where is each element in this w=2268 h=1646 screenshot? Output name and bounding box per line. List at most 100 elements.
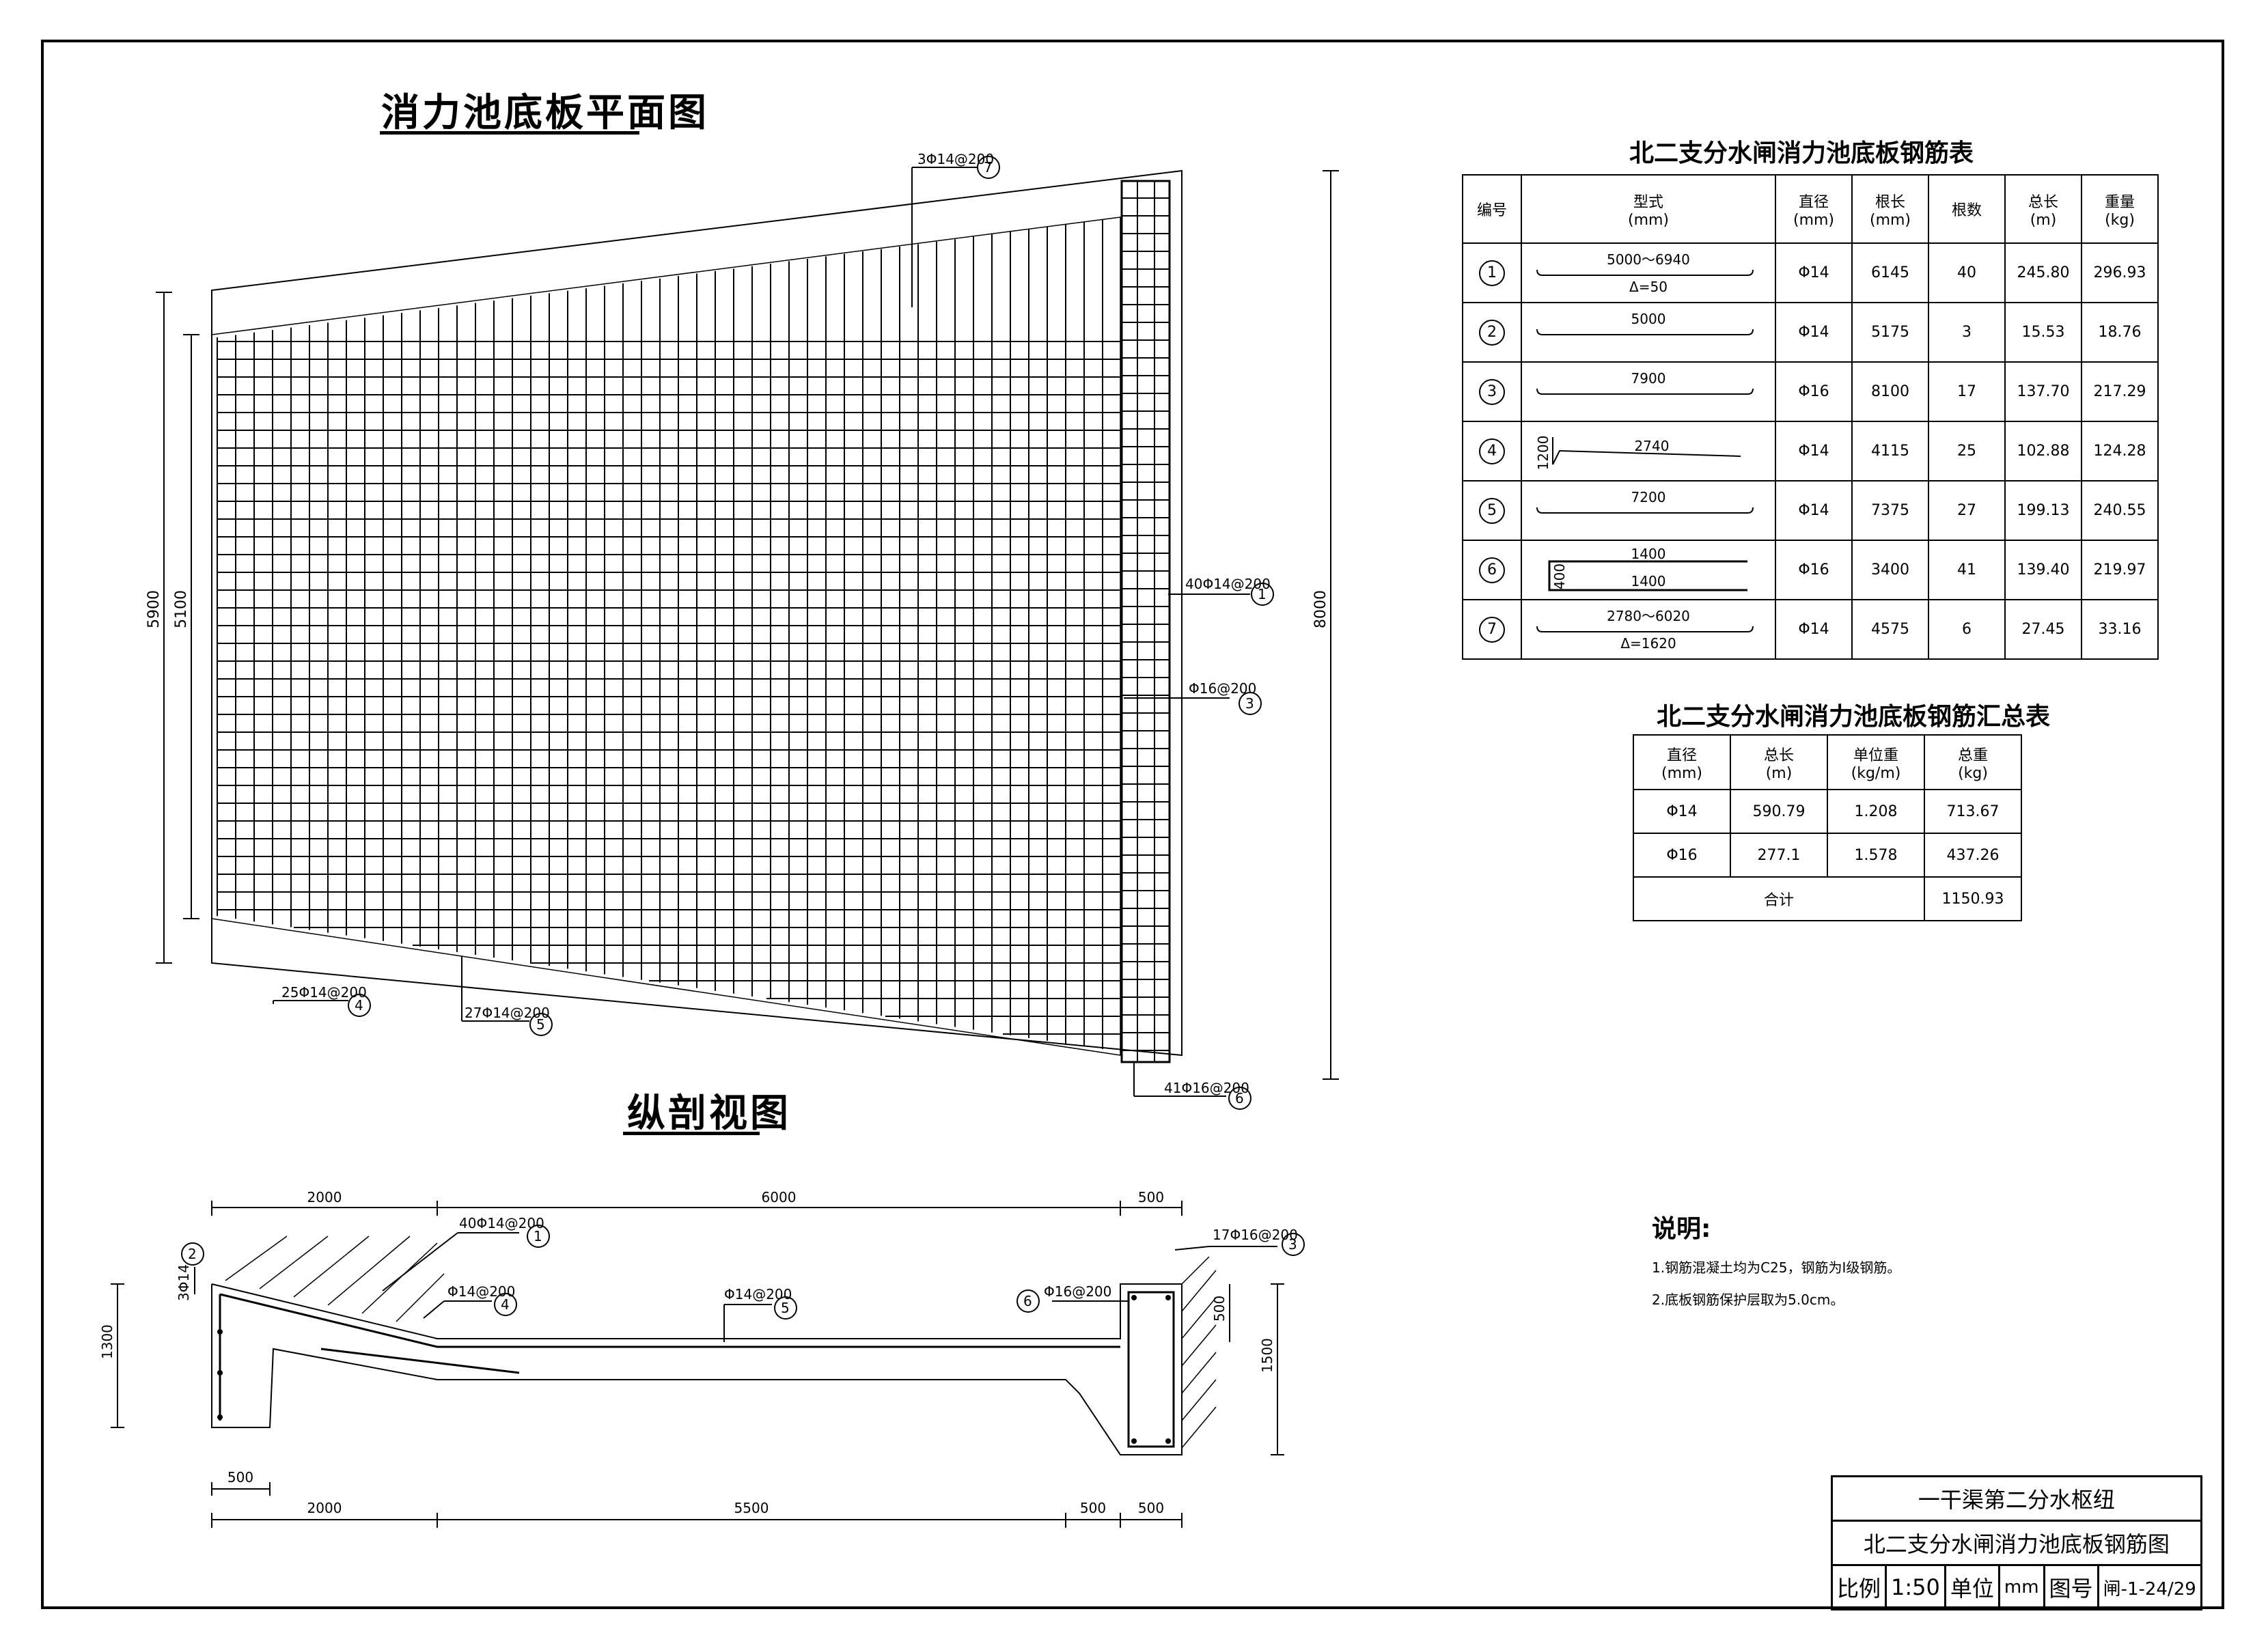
rebar-count: 17 (1928, 361, 2006, 422)
rebar-total: 15.53 (2004, 302, 2082, 363)
sec-callout-no-5: 5 (781, 1300, 790, 1316)
notes-heading: 说明: (1652, 1215, 1711, 1243)
rebar-len: 3400 (1851, 540, 1929, 600)
rebar-total: 139.40 (2004, 540, 2082, 600)
rebar-header-cell: 根长 (mm) (1851, 174, 1929, 244)
svg-text:5000: 5000 (1631, 311, 1666, 327)
callout-no-5: 5 (536, 1016, 545, 1033)
summary-cell: Φ16 (1633, 833, 1731, 878)
rebar-dia: Φ14 (1775, 421, 1853, 482)
callout-no-3: 3 (1245, 695, 1254, 712)
callout-no-1: 1 (1258, 586, 1267, 602)
summary-total-label: 合计 (1633, 876, 1925, 921)
sec-callout-text-2: 3Φ14 (176, 1264, 192, 1301)
summary-total-value: 1150.93 (1924, 876, 2022, 921)
rebar-dia: Φ16 (1775, 361, 1853, 422)
rebar-len: 8100 (1851, 361, 1929, 422)
rebar-shape: 7200 (1521, 480, 1776, 541)
note-2: 2.底板钢筋保护层取为5.0cm。 (1652, 1292, 1844, 1308)
sec-dim-bot-4: 500 (1080, 1500, 1106, 1516)
svg-text:1400: 1400 (1631, 573, 1666, 589)
summary-header-cell: 单位重 (kg/m) (1827, 734, 1925, 790)
sec-callout-no-2: 2 (188, 1246, 197, 1262)
sec-callout-no-4: 4 (501, 1296, 510, 1313)
dim-left-inner: 5100 (173, 590, 190, 628)
summary-cell: Φ14 (1633, 789, 1731, 834)
callout-text-5: 27Φ14@200 (465, 1005, 550, 1021)
callout-no-6: 6 (1235, 1090, 1244, 1106)
rebar-header-cell: 直径 (mm) (1775, 174, 1853, 244)
callout-no-4: 4 (355, 997, 363, 1014)
svg-text:7900: 7900 (1631, 370, 1666, 387)
note-1: 1.钢筋混凝土均为C25，钢筋为Ⅰ级钢筋。 (1652, 1259, 1901, 1276)
rebar-count: 27 (1928, 480, 2006, 541)
sec-dim-right-inner: 500 (1211, 1296, 1228, 1322)
callout-text-4: 25Φ14@200 (281, 984, 367, 1001)
end-wall (1120, 180, 1171, 1063)
summary-header-cell: 总长 (m) (1730, 734, 1828, 790)
rebar-count: 6 (1928, 599, 2006, 660)
summary-header-cell: 总重 (kg) (1924, 734, 2022, 790)
rebar-total: 137.70 (2004, 361, 2082, 422)
rebar-shape-sketch: 5000 (1536, 311, 1754, 335)
sec-dim-right: 1500 (1259, 1338, 1275, 1373)
rebar-no: 5 (1462, 480, 1522, 541)
svg-text:1200: 1200 (1535, 436, 1551, 471)
rebar-total: 102.88 (2004, 421, 2082, 482)
svg-text:Δ=50: Δ=50 (1629, 279, 1668, 295)
rebar-table: 编号型式 (mm)直径 (mm)根长 (mm)根数总长 (m)重量 (kg) 1… (1462, 174, 2159, 660)
sec-dim-bot-2: 2000 (307, 1500, 342, 1516)
rebar-weight: 124.28 (2081, 421, 2159, 482)
rebar-total: 245.80 (2004, 242, 2082, 303)
rebar-header-cell: 编号 (1462, 174, 1522, 244)
plan-view-title: 消力池底板平面图 (381, 91, 709, 135)
rebar-len: 4115 (1851, 421, 1929, 482)
section-title-underline (623, 1132, 760, 1135)
rebar-weight: 18.76 (2081, 302, 2159, 363)
rebar-dia: Φ14 (1775, 480, 1853, 541)
summary-cell: 437.26 (1924, 833, 2022, 878)
rebar-weight: 217.29 (2081, 361, 2159, 422)
rebar-dia: Φ14 (1775, 302, 1853, 363)
section-outline (211, 1283, 1183, 1455)
rebar-count: 41 (1928, 540, 2006, 600)
title-block: 一干渠第二分水枢纽 北二支分水闸消力池底板钢筋图 比例 1:50 单位 mm 图… (1830, 1475, 2202, 1610)
summary-cell: 277.1 (1730, 833, 1828, 878)
notes: 说明: 1.钢筋混凝土均为C25，钢筋为Ⅰ级钢筋。 2.底板钢筋保护层取为5.0… (1652, 1209, 1900, 1309)
svg-text:2740: 2740 (1635, 438, 1670, 454)
scale-label: 比例 (1830, 1564, 1887, 1610)
title-block-drawing: 北二支分水闸消力池底板钢筋图 (1831, 1520, 2202, 1566)
summary-cell: 713.67 (1924, 789, 2022, 834)
rebar-weight: 33.16 (2081, 599, 2159, 660)
rebar-no: 3 (1462, 361, 1522, 422)
svg-text:7200: 7200 (1631, 489, 1666, 505)
sec-callout-no-6: 6 (1023, 1293, 1032, 1309)
section-view-title: 纵剖视图 (627, 1091, 791, 1136)
sec-callout-text-6: Φ16@200 (1044, 1283, 1111, 1300)
rebar-no: 4 (1462, 421, 1522, 482)
rebar-dia: Φ14 (1775, 599, 1853, 660)
svg-text:Δ=1620: Δ=1620 (1620, 635, 1676, 652)
sec-dim-bot-3: 5500 (734, 1500, 769, 1516)
sec-dim-bot-5: 500 (1138, 1500, 1164, 1516)
summary-table-title: 北二支分水闸消力池底板钢筋汇总表 (1657, 703, 2051, 731)
dim-left-outer: 5900 (146, 590, 163, 628)
rebar-total: 199.13 (2004, 480, 2082, 541)
section-rebar-bottom (320, 1348, 520, 1374)
drawing-no-label: 图号 (2043, 1564, 2099, 1610)
slab-inner-outline (211, 217, 1121, 1056)
rebar-total: 27.45 (2004, 599, 2082, 660)
unit-label: 单位 (1944, 1564, 2000, 1610)
plan-title-underline (380, 131, 639, 135)
sec-callout-text-3: 17Φ16@200 (1213, 1227, 1298, 1243)
